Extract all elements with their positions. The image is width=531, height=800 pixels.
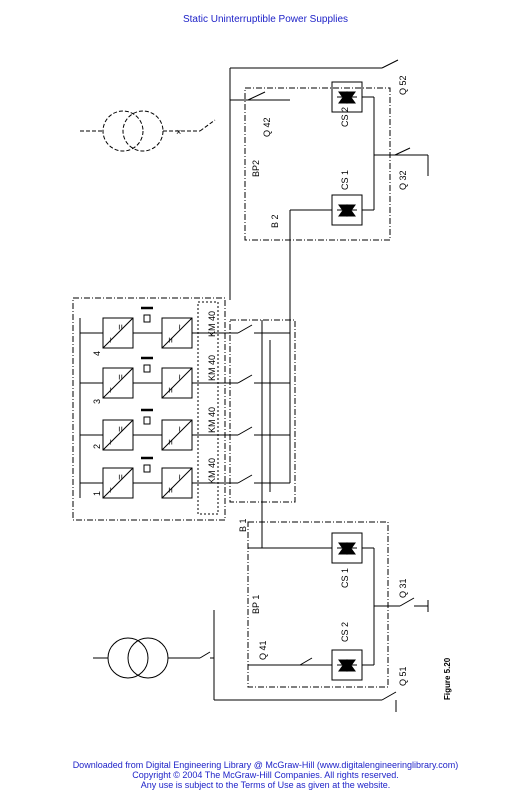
svg-text:=: = (116, 426, 127, 432)
static-switch-cs1-top (331, 194, 363, 226)
label-km40-3: KM 40 (207, 355, 217, 381)
ups-module-4 (80, 306, 230, 349)
label-q41: Q 41 (258, 640, 268, 660)
label-q51: Q 51 (398, 666, 408, 686)
static-switch-cs2-bottom (331, 649, 363, 681)
label-module-3: 3 (92, 399, 102, 404)
label-q42: Q 42 (262, 117, 272, 137)
label-bp1: BP 1 (251, 595, 261, 614)
svg-text:~: ~ (106, 487, 117, 493)
label-q32: Q 32 (398, 170, 408, 190)
label-km40-4: KM 40 (207, 311, 217, 337)
ups-module-2 (80, 408, 230, 451)
label-cs2-top: CS 2 (340, 107, 350, 127)
converter-symbols: = ~ ~ = = ~ ~ = = ~ ~ = = ~ ~ = (106, 324, 186, 493)
svg-text:~: ~ (175, 426, 186, 432)
footer-terms: Any use is subject to the Terms of Use a… (140, 780, 391, 790)
svg-text:~: ~ (175, 474, 186, 480)
footer-download-notice[interactable]: Downloaded from Digital Engineering Libr… (72, 760, 459, 770)
svg-text:=: = (166, 487, 177, 493)
label-module-2: 2 (92, 444, 102, 449)
static-switch-cs2-top (331, 81, 363, 113)
label-q52: Q 52 (398, 75, 408, 95)
page-header-title: Static Uninterruptible Power Supplies (182, 14, 349, 25)
bypass-bp2-box (244, 87, 391, 241)
ups-module-1 (80, 456, 230, 499)
label-km40-2: KM 40 (207, 407, 217, 433)
svg-text:=: = (116, 474, 127, 480)
label-km40-1: KM 40 (207, 458, 217, 484)
svg-text:=: = (116, 324, 127, 330)
label-q31: Q 31 (398, 578, 408, 598)
ups-module-3 (80, 356, 230, 399)
label-b2: B 2 (270, 214, 280, 228)
figure-caption: Figure 5.20 (443, 657, 452, 700)
footer-copyright: Copyright © 2004 The McGraw-Hill Compani… (132, 770, 399, 780)
transformer-top-icon (80, 110, 216, 152)
svg-text:=: = (166, 337, 177, 343)
label-module-4: 4 (92, 351, 102, 356)
km40-contactor-strip (197, 301, 219, 515)
svg-text:=: = (166, 387, 177, 393)
label-bp2: BP2 (251, 160, 261, 177)
svg-text:~: ~ (106, 439, 117, 445)
label-module-1: 1 (92, 491, 102, 496)
svg-text:×: × (176, 127, 181, 137)
diagram-labels: Q 52 Q 42 CS 2 BP2 CS 1 Q 32 B 2 KM 40 K… (92, 75, 452, 700)
label-cs2-bottom: CS 2 (340, 622, 350, 642)
bypass-bp1-box (247, 521, 389, 688)
svg-text:~: ~ (106, 337, 117, 343)
label-b1: B 1 (238, 518, 248, 532)
svg-text:~: ~ (175, 324, 186, 330)
svg-text:~: ~ (106, 387, 117, 393)
km40-switches (230, 320, 291, 500)
static-switch-cs1-bottom (331, 532, 363, 564)
svg-text:=: = (166, 439, 177, 445)
svg-text:~: ~ (175, 374, 186, 380)
label-cs1-bottom: CS 1 (340, 568, 350, 588)
label-cs1-top: CS 1 (340, 170, 350, 190)
transformer-bottom-icon (93, 637, 211, 679)
svg-text:=: = (116, 374, 127, 380)
